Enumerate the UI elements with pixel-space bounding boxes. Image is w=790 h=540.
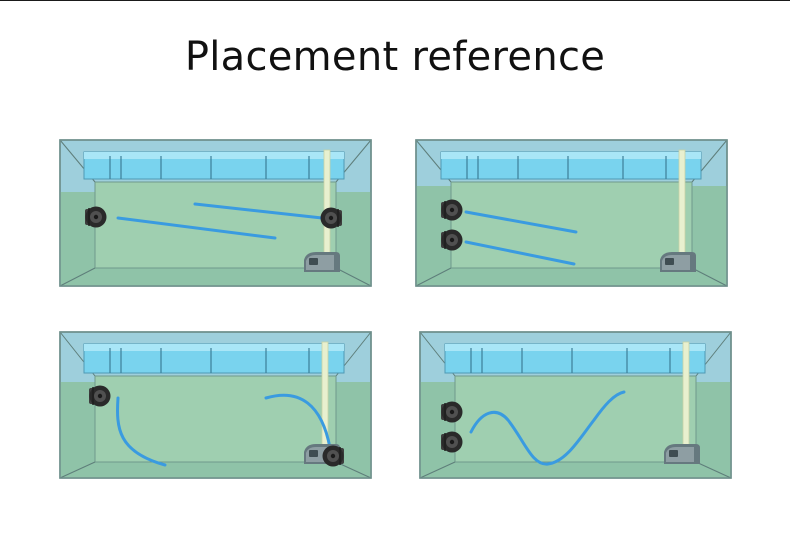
wavemaker-pump-icon — [440, 400, 464, 424]
flow-line — [464, 210, 578, 266]
wavemaker-pump-icon — [321, 444, 345, 468]
wavemaker-pump-icon — [84, 205, 108, 229]
aquarium-panel-3 — [59, 331, 372, 479]
wavemaker-pump-icon — [440, 430, 464, 454]
aquarium-panel-1 — [59, 139, 372, 287]
return-pump-icon — [660, 252, 696, 272]
flow-line — [469, 390, 626, 466]
wavemaker-pump-icon — [440, 228, 464, 252]
return-pump-icon — [304, 252, 340, 272]
aquarium-panel-2 — [415, 139, 728, 287]
wavemaker-pump-icon — [88, 384, 112, 408]
flow-line — [116, 202, 324, 240]
page-title: Placement reference — [184, 34, 606, 80]
wavemaker-pump-icon — [440, 198, 464, 222]
flow-line — [116, 393, 332, 467]
top-border-line — [0, 0, 790, 1]
return-pump-icon — [664, 444, 700, 464]
wavemaker-pump-icon — [319, 206, 343, 230]
aquarium-panel-4 — [419, 331, 732, 479]
